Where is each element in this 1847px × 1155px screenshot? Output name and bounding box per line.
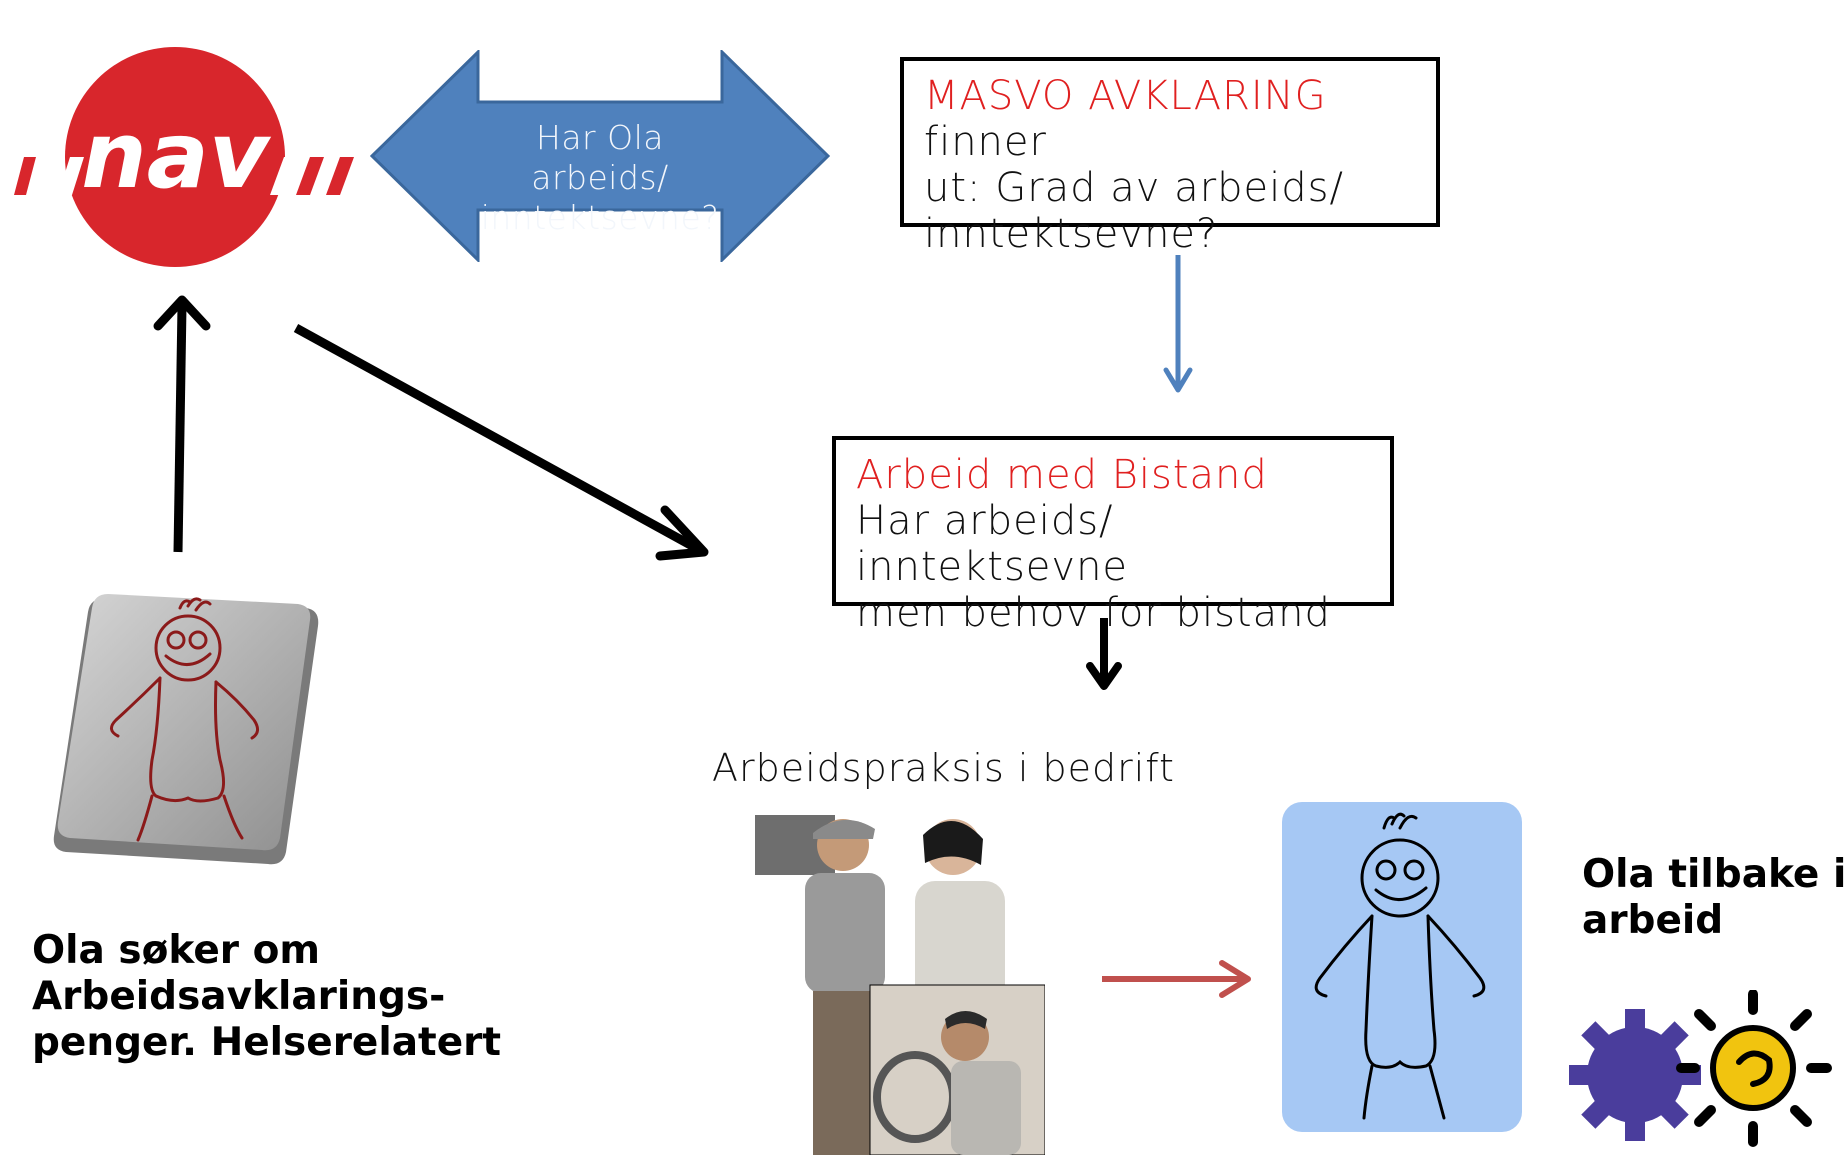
ola-back-line2: arbeid — [1582, 898, 1724, 943]
up-arrow — [153, 295, 211, 553]
red-right-arrow — [1102, 960, 1251, 998]
masvo-box: MASVO AVKLARING finner ut: Grad av arbei… — [900, 57, 1440, 257]
double-arrow-shape — [370, 50, 830, 262]
nav-logo: nav — [14, 47, 354, 267]
bistand-highlight: Arbeid med Bistand — [856, 452, 1268, 498]
double-arrow-line2: inntektsevne? — [480, 198, 720, 237]
masvo-line1-rest: finner — [924, 119, 1047, 165]
ola-applies-text: Ola søker om Arbeidsavklarings- penger. … — [32, 928, 501, 1066]
masvo-line3: inntektsevne? — [924, 211, 1219, 257]
ola-applies-line3: penger. Helserelatert — [32, 1020, 502, 1065]
masvo-line2: ut: Grad av arbeids/ — [924, 165, 1344, 211]
masvo-highlight: MASVO AVKLARING — [924, 73, 1327, 119]
bistand-line3: men behov for bistand — [856, 590, 1331, 636]
blue-down-arrow — [1163, 255, 1193, 393]
double-arrow-label: Har Ola arbeids/ inntektsevne? — [470, 118, 730, 238]
ola-happy-figure-icon — [1282, 802, 1522, 1132]
bistand-line2: Har arbeids/ inntektsevne — [856, 498, 1129, 590]
workers-photo-image — [755, 805, 1045, 1155]
ola-applies-line2: Arbeidsavklarings- — [32, 974, 446, 1019]
double-arrow-line1: Har Ola arbeids/ — [531, 118, 669, 197]
ola-applies-line1: Ola søker om — [32, 928, 321, 973]
worker-with-beam-figure — [755, 815, 885, 1155]
ola-sad-figure-icon — [53, 594, 319, 865]
nav-logo-text: nav — [81, 102, 272, 209]
ola-back-text: Ola tilbake i arbeid — [1582, 852, 1846, 944]
black-down-arrow — [1086, 618, 1122, 690]
diagonal-arrow — [293, 324, 709, 561]
ola-back-line1: Ola tilbake i — [1582, 852, 1847, 897]
driver-photo — [869, 984, 1045, 1155]
praksis-label: Arbeidspraksis i bedrift — [712, 746, 1175, 790]
sun-gear-logo-icon — [1569, 990, 1832, 1147]
bistand-box: Arbeid med Bistand Har arbeids/ inntekts… — [832, 436, 1394, 636]
